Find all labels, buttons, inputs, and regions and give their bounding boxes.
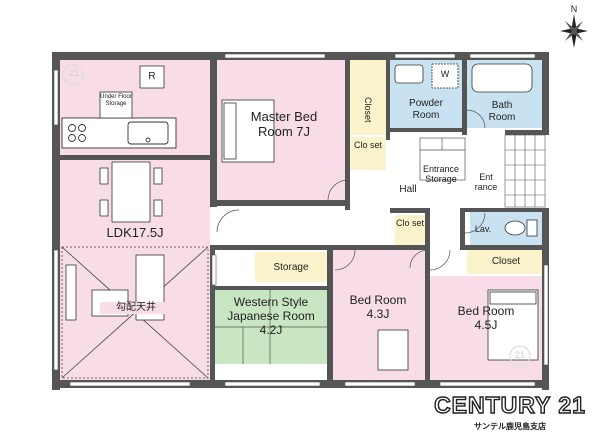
brand-store: サンテル鹿児島支店 <box>474 422 546 431</box>
bath-room-label: Bath Room <box>488 100 516 123</box>
ldk-label: LDK17.5J <box>106 225 164 240</box>
bed-45-label: Bed Room 4.5J <box>457 304 515 332</box>
storage-floor <box>255 252 327 282</box>
closet-small-1-label: Clo set <box>353 140 382 150</box>
bed-43-label: Bed Room 4.3J <box>349 293 407 321</box>
under-floor-box <box>99 91 133 119</box>
closet-small-2-label: Clo set <box>395 218 424 228</box>
compass: N <box>556 4 592 54</box>
closet-small-1-floor <box>350 137 386 170</box>
entrance-label: Ent rance <box>474 172 498 193</box>
door-swings <box>216 109 486 271</box>
compass-north-label: N <box>570 4 578 14</box>
watermark-logos <box>62 64 531 367</box>
closet-master-floor <box>350 60 386 135</box>
watermark-21-right: 21 <box>514 350 525 360</box>
toilet <box>504 219 538 237</box>
entrance-storage-shelves <box>419 137 466 181</box>
under-floor-storage-label: Under Floor Storage <box>100 94 132 107</box>
japanese-room-label: Western Style Japanese Room 4.2J <box>227 295 315 337</box>
watermark-21-left: 21 <box>68 68 79 78</box>
entrance-storage-label: Entrance Storage <box>422 164 460 185</box>
master-bed <box>221 99 275 163</box>
r-hatch <box>139 65 165 89</box>
closet-right-label: Closet <box>491 256 521 267</box>
vaulted-ceiling-label: 勾配天井 <box>100 302 172 314</box>
brand-logo: CENTURY 21 <box>433 391 586 418</box>
closet-master-label: Closet <box>363 97 373 123</box>
windows <box>53 53 549 387</box>
kitchen-counter <box>61 117 177 149</box>
powder-fixtures <box>394 63 459 89</box>
compass-rose-icon <box>560 14 588 48</box>
closet-small-2-floor <box>395 215 425 245</box>
closet-right-floor <box>467 250 545 274</box>
lav-label: Lav. <box>474 224 492 234</box>
room-fills <box>60 60 545 382</box>
master-bedroom-label: Master Bed Room 7J <box>250 109 318 139</box>
bath-tub <box>471 63 533 93</box>
powder-room-label: Powder Room <box>409 98 443 121</box>
r-mark-label: R <box>148 71 156 82</box>
hall-label: Hall <box>399 184 417 195</box>
entrance-floor <box>465 180 510 208</box>
storage-label: Storage <box>273 262 309 273</box>
tatami-lines <box>215 290 327 364</box>
entrance-tiles <box>504 134 546 208</box>
dining-table <box>99 161 163 223</box>
washer-label: W <box>440 69 450 79</box>
bed-43-furniture <box>377 329 409 371</box>
